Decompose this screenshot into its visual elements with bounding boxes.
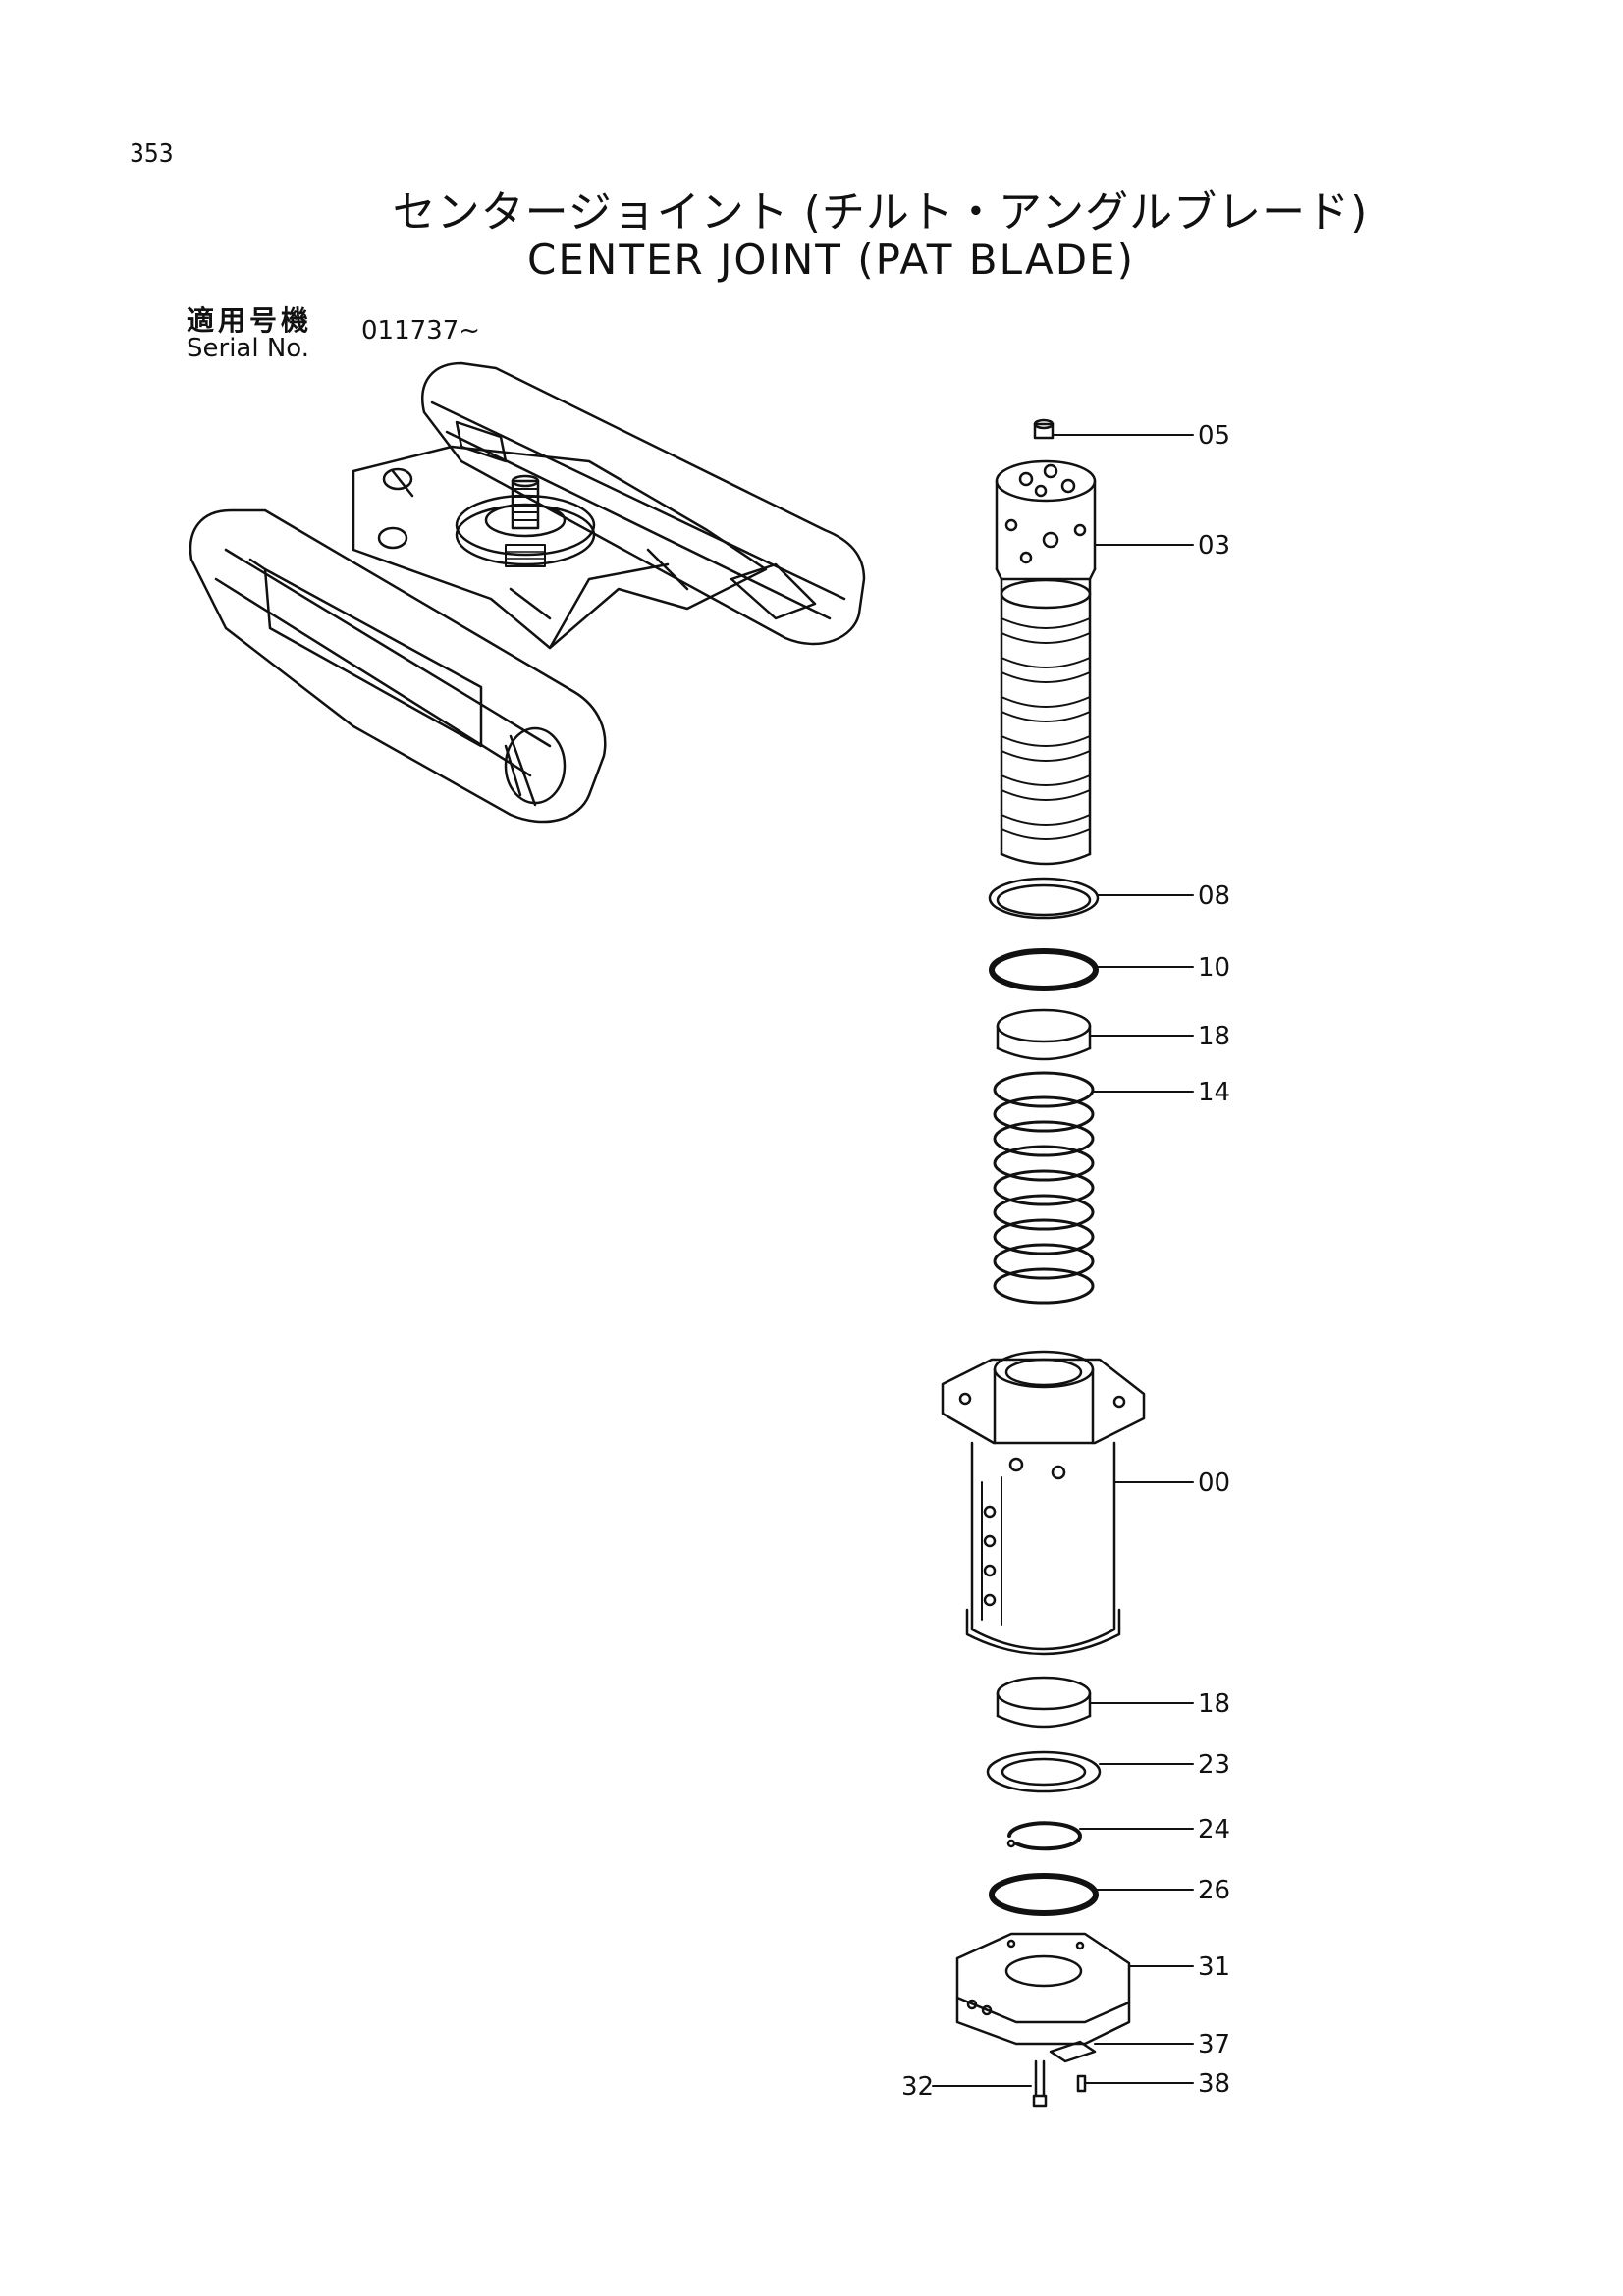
callout-37: 37 (1198, 2030, 1230, 2059)
callout-08: 08 (1198, 881, 1230, 911)
serial-label-english: Serial No. (187, 334, 309, 363)
callout-05: 05 (1198, 421, 1230, 451)
callout-31: 31 (1198, 1952, 1230, 1982)
leader-lines (932, 434, 1194, 2087)
callout-26: 26 (1198, 1876, 1230, 1905)
page-number: 353 (130, 139, 174, 169)
callout-14: 14 (1198, 1078, 1230, 1107)
serial-number-value: 011737~ (361, 316, 481, 346)
callout-00: 00 (1198, 1468, 1230, 1498)
callout-03: 03 (1198, 531, 1230, 561)
title-japanese: センタージョイント (チルト・アングルブレード) (392, 187, 1369, 238)
callout-24: 24 (1198, 1815, 1230, 1844)
callout-10: 10 (1198, 953, 1230, 983)
undercarriage-illustration (189, 361, 866, 824)
center-joint-exploded-view (941, 418, 1146, 2108)
callout-labels: 05 03 08 10 18 14 00 18 23 24 26 31 37 3… (901, 421, 1230, 2102)
title-english: CENTER JOINT (PAT BLADE) (527, 236, 1135, 284)
callout-18-bottom: 18 (1198, 1689, 1230, 1719)
serial-label-japanese: 適用号機 (187, 304, 313, 337)
callout-38: 38 (1198, 2069, 1230, 2099)
callout-32: 32 (901, 2072, 934, 2102)
callout-18-top: 18 (1198, 1022, 1230, 1051)
callout-23: 23 (1198, 1750, 1230, 1780)
